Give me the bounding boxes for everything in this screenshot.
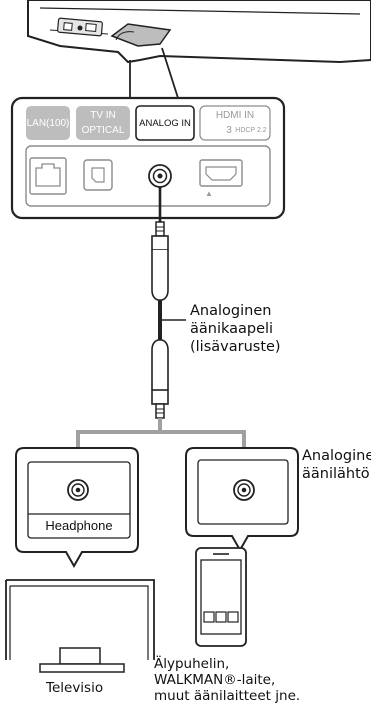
output-label: Analoginen äänilähtö [302, 447, 371, 483]
cable-label: Analoginen äänikaapeli (lisävaruste) [190, 302, 281, 356]
lan-label: LAN(100) [26, 118, 70, 129]
mobile-caption-line3: muut äänilaitteet jne. [154, 688, 301, 704]
mobile-caption: Älypuhelin, WALKMAN®-laite, muut äänilai… [154, 656, 300, 704]
television-illustration [5, 579, 155, 673]
headphone-label: Headphone [45, 518, 113, 533]
hdmi-number: 3 [226, 125, 232, 136]
hdmi-label-box [199, 105, 271, 141]
output-label-line2: äänilähtö [302, 466, 370, 482]
rear-panel [10, 96, 286, 220]
lan-label-box [26, 106, 70, 140]
cable-label-line1: Analoginen [190, 303, 272, 319]
hdmi-in-label: HDMI IN [215, 110, 255, 121]
cable-label-line3: (lisävaruste) [190, 339, 281, 355]
mobile-caption-line2: WALKMAN®-laite, [154, 672, 276, 688]
optical-port [83, 159, 113, 191]
mobile-caption-line1: Älypuhelin, [154, 656, 230, 672]
optical-label: OPTICAL [81, 125, 125, 136]
hdmi-arrow-icon: ▲ [205, 189, 213, 198]
tv-headphone-callout [15, 447, 139, 569]
soundbar [27, 0, 371, 64]
optical-label-box [76, 106, 130, 140]
output-label-line1: Analoginen [302, 448, 371, 464]
mobile-output-callout [185, 447, 299, 553]
analog-in-jack [148, 164, 172, 188]
cable-label-line2: äänikaapeli [190, 321, 274, 337]
tv-caption: Televisio [46, 680, 104, 696]
analog-in-label-box [135, 105, 195, 141]
analog-in-label: ANALOG IN [139, 118, 191, 129]
audio-cable [151, 187, 186, 419]
hdcp-label: HDCP 2.2 [235, 127, 267, 134]
lan-port [29, 157, 67, 195]
smartphone-illustration [195, 547, 247, 647]
tv-in-label: TV IN [90, 110, 116, 121]
hdmi-port [199, 159, 243, 187]
zoom-line-right [161, 47, 179, 99]
